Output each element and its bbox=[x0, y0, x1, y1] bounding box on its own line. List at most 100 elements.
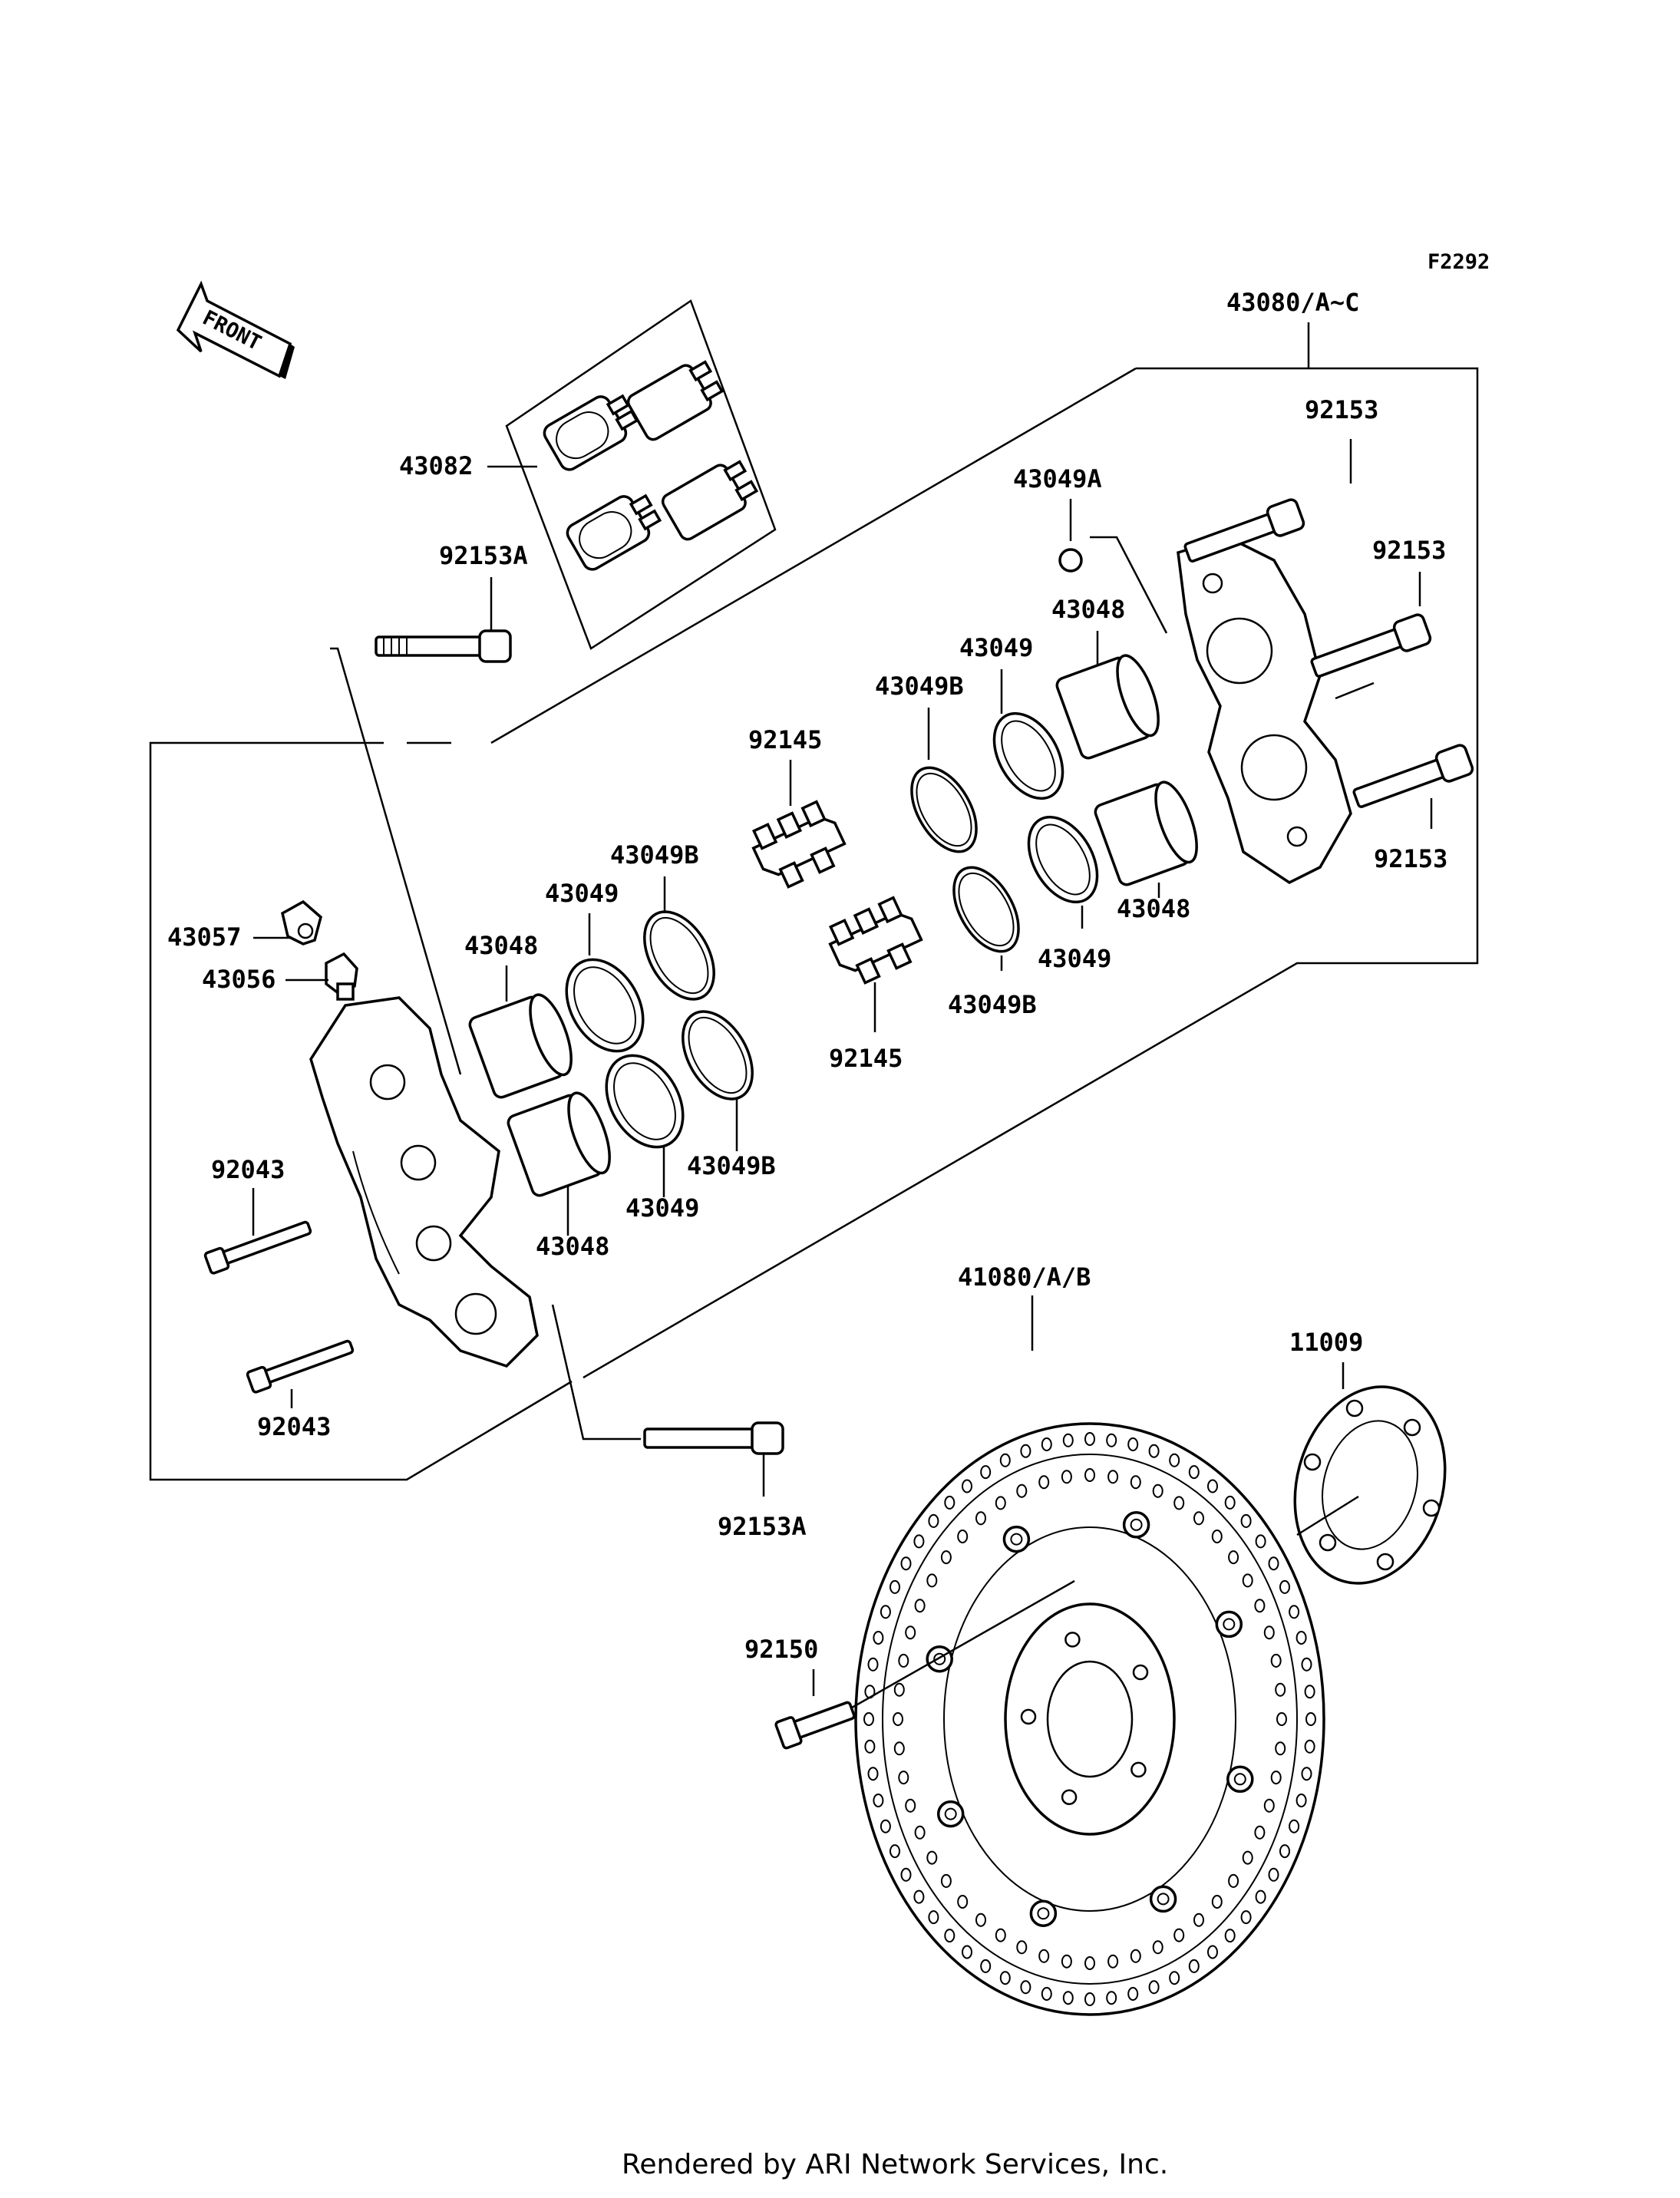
label-43049: 43049 bbox=[959, 633, 1033, 662]
disc-drill-hole bbox=[940, 1873, 952, 1888]
disc-drill-hole bbox=[1107, 1954, 1119, 1969]
disc-drill-hole bbox=[1254, 1825, 1266, 1840]
disc-drill-hole bbox=[995, 1496, 1006, 1510]
disc-drill-hole bbox=[1084, 1468, 1095, 1482]
disc-drill-hole bbox=[1242, 1573, 1253, 1588]
label-43049: 43049 bbox=[625, 1193, 699, 1223]
disc-drill-hole bbox=[867, 1657, 879, 1672]
disc-drill-hole bbox=[890, 1579, 900, 1594]
disc-drill-hole bbox=[1275, 1682, 1286, 1697]
label-43049B: 43049B bbox=[948, 990, 1037, 1019]
disc-drill-hole bbox=[1106, 1991, 1117, 2005]
disc-rivet-center bbox=[1223, 1618, 1236, 1631]
disc-drill-hole bbox=[1211, 1530, 1223, 1543]
disc-drill-hole bbox=[1242, 1850, 1253, 1865]
disc-drill-hole bbox=[1211, 1895, 1223, 1909]
disc-drill-hole bbox=[975, 1511, 986, 1526]
disc-drill-hole bbox=[914, 1825, 926, 1840]
disc-hub-hole bbox=[1020, 1708, 1037, 1725]
disc-drill-hole bbox=[1152, 1940, 1163, 1955]
disc-drill-hole bbox=[1107, 1470, 1119, 1484]
disc-drill-hole bbox=[863, 1712, 874, 1726]
caliper-icon bbox=[309, 996, 539, 1368]
label-92153A: 92153A bbox=[718, 1512, 807, 1541]
disc-rivet bbox=[926, 1645, 953, 1673]
disc-drill-hole bbox=[1255, 1889, 1266, 1904]
disc-drill-hole bbox=[1169, 1971, 1180, 1985]
disc-drill-hole bbox=[898, 1653, 909, 1668]
label-43048: 43048 bbox=[464, 931, 538, 960]
disc-drill-hole bbox=[926, 1573, 938, 1588]
disc-drill-hole bbox=[1016, 1483, 1028, 1498]
label-92153: 92153 bbox=[1305, 395, 1378, 424]
disc-drill-hole bbox=[880, 1819, 891, 1833]
disc-drill-hole bbox=[1268, 1867, 1279, 1882]
caliper-assembly-outline-right bbox=[583, 367, 1479, 1379]
disc-drill-hole bbox=[1127, 1437, 1139, 1451]
disc-drill-hole bbox=[1255, 1534, 1266, 1549]
disc-drill-hole bbox=[1263, 1798, 1275, 1813]
disc-drill-hole bbox=[1301, 1657, 1312, 1672]
disc-drill-hole bbox=[1084, 1956, 1095, 1970]
disc-drill-hole bbox=[1041, 1987, 1052, 2001]
disc-drill-hole bbox=[1193, 1511, 1204, 1526]
disc-drill-hole bbox=[999, 1453, 1011, 1467]
disc-drill-hole bbox=[1188, 1959, 1200, 1973]
disc-rivet bbox=[936, 1800, 965, 1828]
disc-hub-hole bbox=[1132, 1664, 1149, 1681]
bolt-icon bbox=[643, 1421, 784, 1455]
disc-drill-hole bbox=[864, 1739, 876, 1754]
disc-drill-hole bbox=[1038, 1949, 1050, 1963]
disc-drill-hole bbox=[1305, 1712, 1316, 1726]
disc-drill-hole bbox=[1289, 1605, 1300, 1619]
disc-drill-hole bbox=[940, 1550, 952, 1565]
disc-drill-hole bbox=[1016, 1940, 1028, 1955]
disc-hub-hole bbox=[1061, 1789, 1078, 1805]
label-43048: 43048 bbox=[1051, 595, 1125, 624]
disc-drill-hole bbox=[1295, 1631, 1307, 1645]
disc-drill-hole bbox=[1270, 1771, 1282, 1785]
label-43049B: 43049B bbox=[687, 1151, 776, 1180]
disc-drill-hole bbox=[1228, 1873, 1239, 1888]
label-43057: 43057 bbox=[167, 922, 241, 952]
piston-icon bbox=[1055, 654, 1198, 886]
disc-drill-hole bbox=[1041, 1437, 1052, 1451]
label-43049B: 43049B bbox=[875, 672, 964, 701]
disc-drill-hole bbox=[1152, 1483, 1163, 1498]
disc-drill-hole bbox=[1038, 1475, 1050, 1490]
disc-rivet-center bbox=[1233, 1773, 1246, 1786]
disc-drill-hole bbox=[905, 1625, 916, 1640]
label-92153: 92153 bbox=[1372, 536, 1446, 565]
disc-drill-hole bbox=[1127, 1987, 1139, 2001]
disc-drill-hole bbox=[1304, 1739, 1315, 1754]
label-disc: 41080/A/B bbox=[958, 1262, 1091, 1292]
bolt-icon bbox=[1183, 498, 1474, 808]
disc-drill-hole bbox=[1061, 1954, 1072, 1969]
seal-ring-icon bbox=[565, 910, 754, 1149]
disc-drill-hole bbox=[1301, 1767, 1312, 1781]
disc-rivet-center bbox=[944, 1807, 957, 1820]
disc-drill-hole bbox=[1020, 1444, 1031, 1458]
label-92145: 92145 bbox=[748, 725, 822, 754]
disc-drill-hole bbox=[898, 1771, 909, 1785]
disc-drill-hole bbox=[873, 1631, 884, 1645]
caliper-icon bbox=[1177, 536, 1352, 885]
disc-drill-hole bbox=[957, 1530, 969, 1543]
disc-drill-hole bbox=[1061, 1470, 1072, 1484]
disc-drill-hole bbox=[926, 1850, 938, 1865]
disc-drill-hole bbox=[867, 1767, 879, 1781]
disc-drill-hole bbox=[1173, 1928, 1185, 1942]
disc-drill-hole bbox=[1279, 1844, 1290, 1859]
disc-drill-hole bbox=[975, 1913, 986, 1927]
disc-drill-hole bbox=[880, 1605, 891, 1619]
disc-rivet-center bbox=[933, 1652, 946, 1665]
label-pad-set: 43082 bbox=[399, 451, 473, 480]
disc-rivet bbox=[1149, 1885, 1177, 1913]
seal-ring-icon bbox=[910, 711, 1099, 953]
disc-rivet bbox=[1029, 1899, 1058, 1927]
label-92150: 92150 bbox=[744, 1635, 818, 1664]
disc-drill-hole bbox=[1289, 1819, 1300, 1833]
brake-disc-icon bbox=[854, 1422, 1325, 2016]
caliper-assembly-outline-left bbox=[149, 741, 573, 1481]
